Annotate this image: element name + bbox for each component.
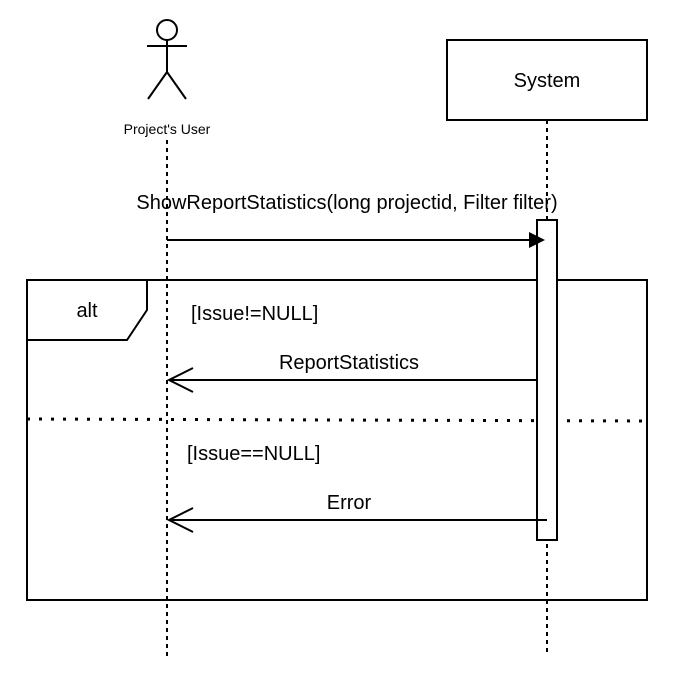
guard-condition-1: [Issue!=NULL] xyxy=(191,303,318,325)
activation-bar xyxy=(536,219,558,541)
system-label: System xyxy=(514,70,581,92)
guard-condition-2: [Issue==NULL] xyxy=(187,443,320,465)
actor-head xyxy=(156,19,178,41)
actor-user xyxy=(147,19,187,100)
reply-ok-arrowhead xyxy=(166,367,194,393)
reply-error-arrowhead xyxy=(166,507,194,533)
alt-operator-label: alt xyxy=(76,300,98,322)
call-arrowhead xyxy=(529,232,545,248)
actor-right-leg xyxy=(166,71,187,100)
reply-ok-label: ReportStatistics xyxy=(279,352,419,374)
call-message-label: ShowReportStatistics(long projectid, Fil… xyxy=(136,192,557,214)
actor-left-leg xyxy=(147,71,168,100)
alt-operator-tab xyxy=(26,279,148,341)
alt-fragment xyxy=(26,279,648,601)
system-box xyxy=(446,39,648,121)
actor-label: Project's User xyxy=(124,121,211,137)
reply-error-label: Error xyxy=(327,492,372,514)
